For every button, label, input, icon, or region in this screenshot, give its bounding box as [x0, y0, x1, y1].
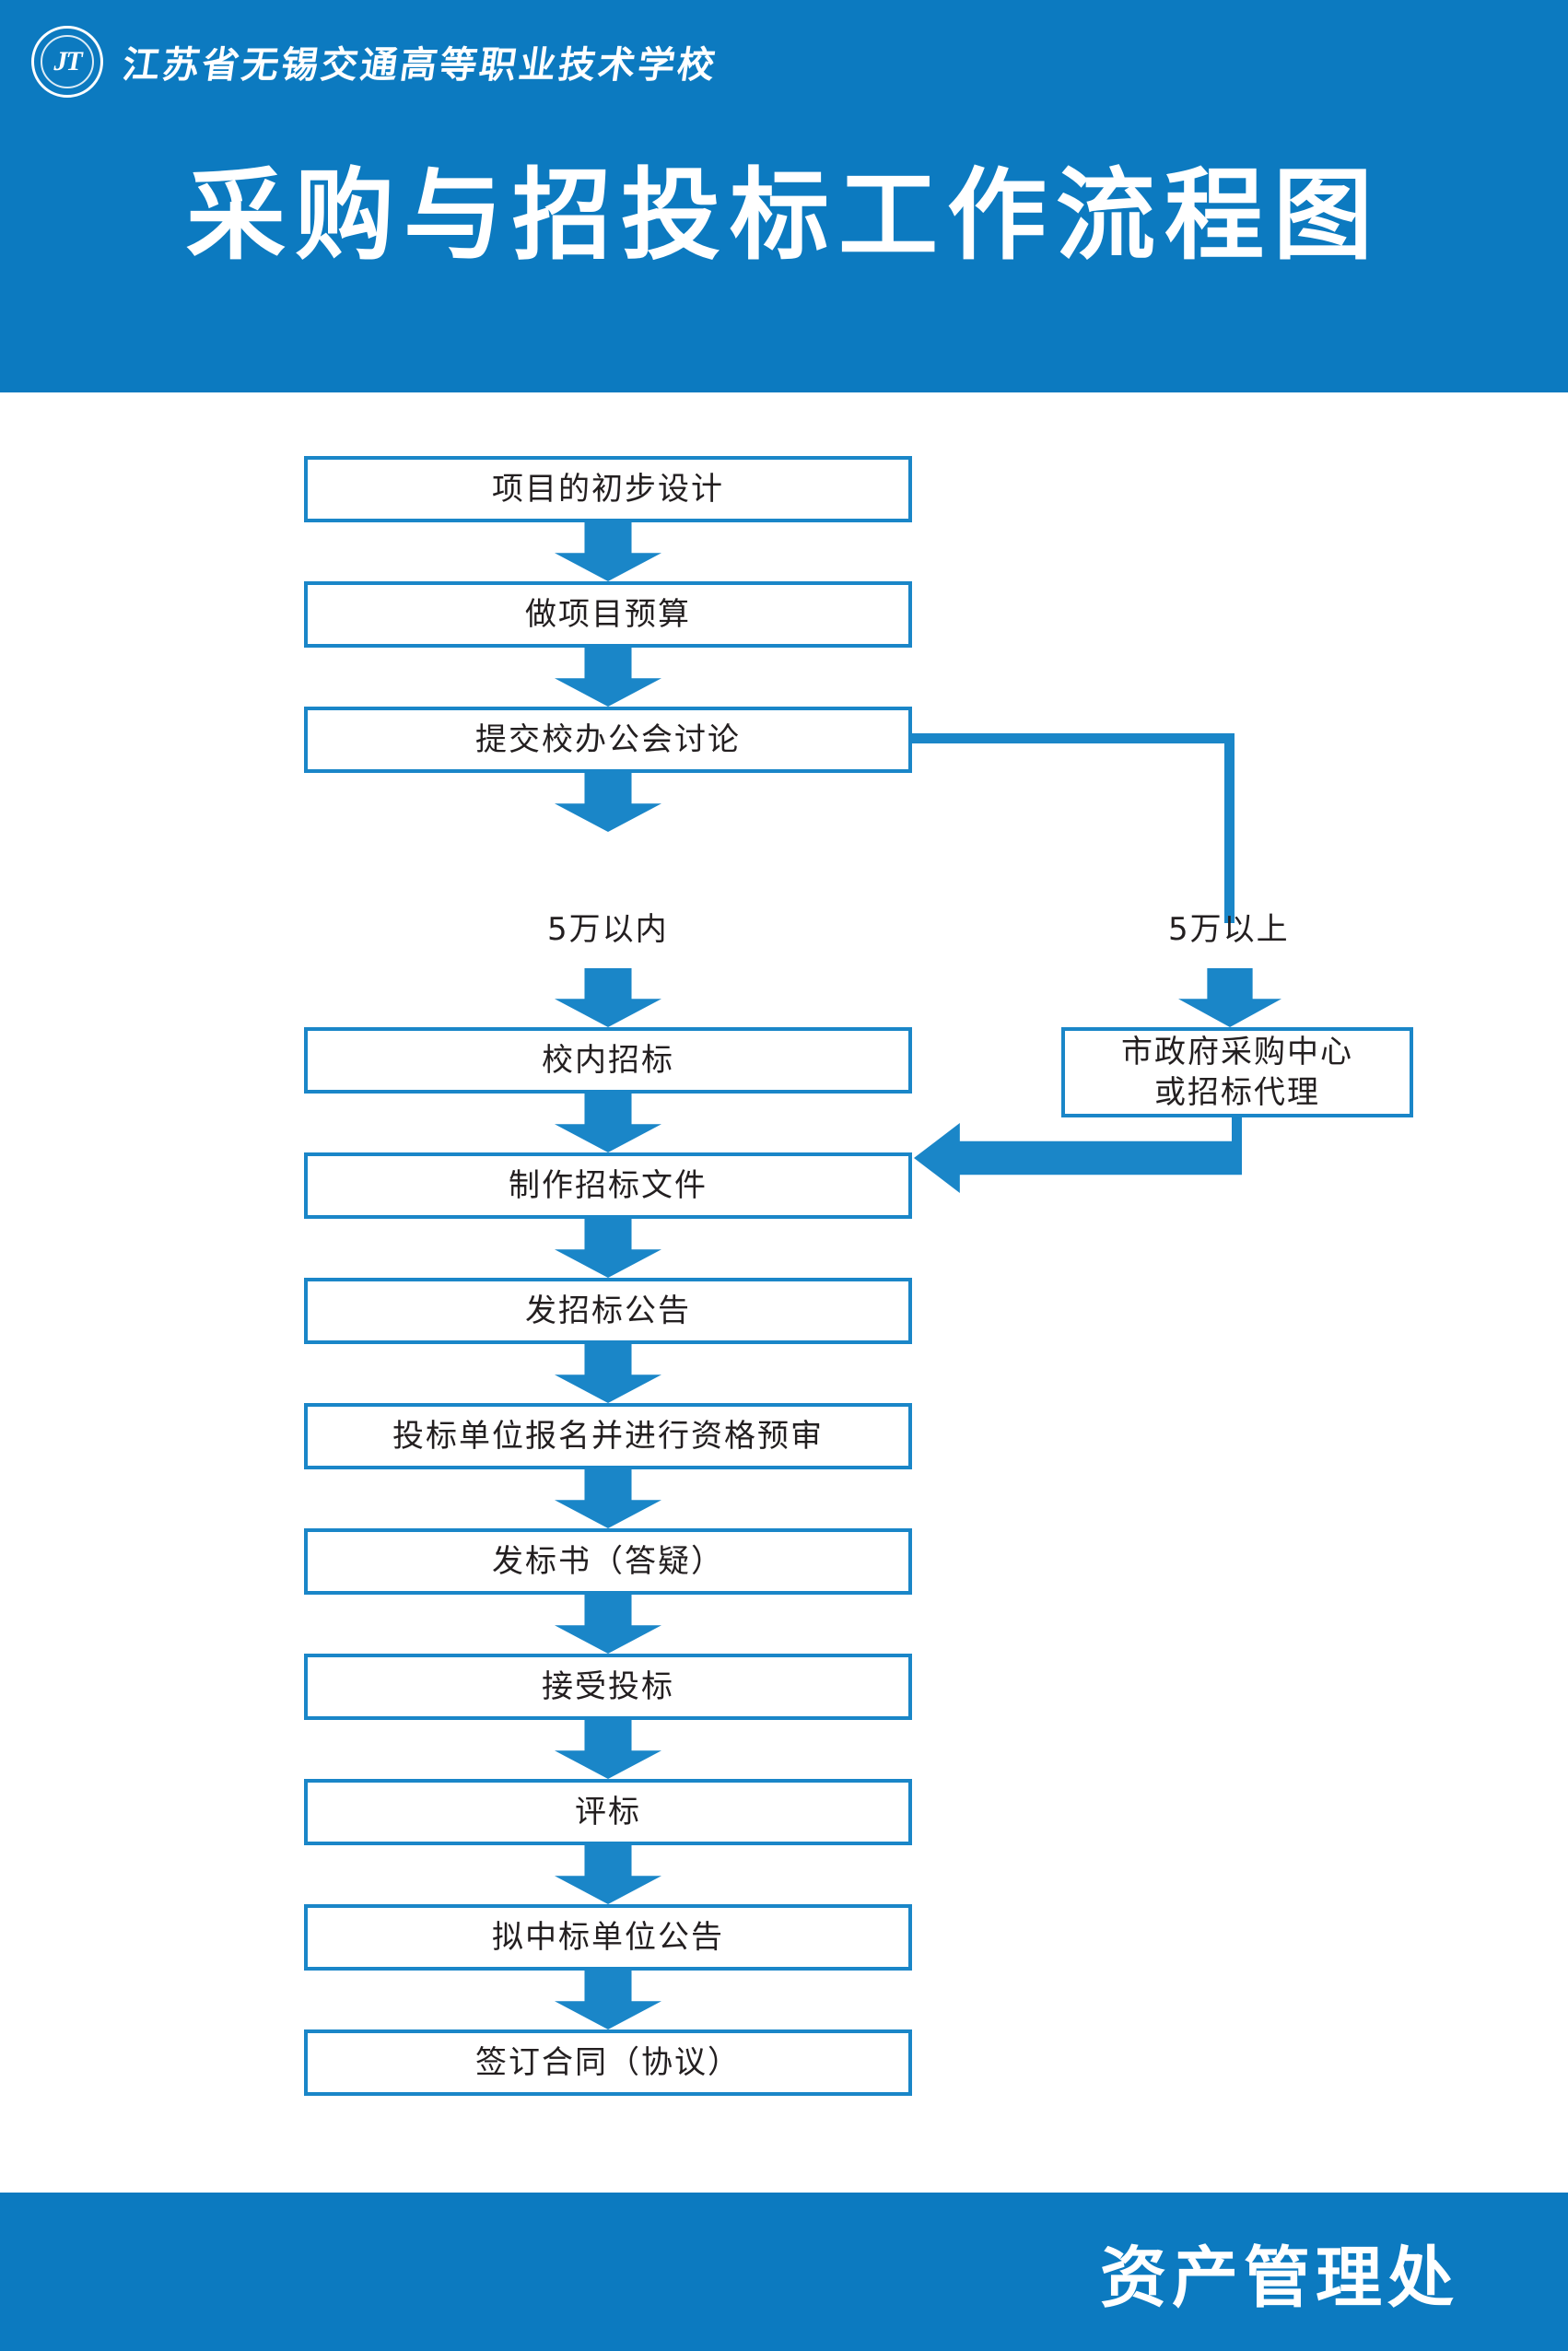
edge-label-over-50k: 5万以上: [1168, 911, 1290, 948]
school-identity: JT 江苏省无锡交通高等职业技术学校: [31, 26, 720, 98]
poster-header: JT 江苏省无锡交通高等职业技术学校 采购与招投标工作流程图: [0, 0, 1568, 392]
arrow-down-icon-n2-n3: [555, 648, 661, 707]
arrow-down-icon-n1-n2: [555, 522, 661, 581]
flowchart-canvas: 项目的初步设计 做项目预算 提交校办公会讨论 5万以内 5万以上 校内招标 市政…: [0, 392, 1568, 2193]
flow-node-publish-tender-notice[interactable]: 发招标公告: [304, 1278, 912, 1344]
arrow-down-icon-n3-left-branch: [555, 773, 661, 832]
arrow-down-icon-n7-n8: [555, 1469, 661, 1528]
arrow-down-icon-n10-n11: [555, 1845, 661, 1904]
arrow-down-icon-left-branch-n4: [555, 968, 661, 1027]
connector-vertical-branch-right: [1224, 733, 1235, 923]
flow-node-bidder-registration-prequalification[interactable]: 投标单位报名并进行资格预审: [304, 1403, 912, 1469]
flow-node-bid-evaluation[interactable]: 评标: [304, 1779, 912, 1845]
school-name: 江苏省无锡交通高等职业技术学校: [120, 43, 720, 87]
connector-horizontal-branch-right: [910, 733, 1235, 743]
flow-node-city-procurement-center[interactable]: 市政府采购中心 或招标代理: [1061, 1027, 1413, 1117]
flow-node-winning-bidder-announcement[interactable]: 拟中标单位公告: [304, 1904, 912, 1971]
flow-node-sign-contract-agreement[interactable]: 签订合同（协议）: [304, 2029, 912, 2096]
flow-node-internal-tender[interactable]: 校内招标: [304, 1027, 912, 1094]
branch-node-line-1: 市政府采购中心: [1121, 1033, 1353, 1070]
arrow-down-icon-n8-n9: [555, 1595, 661, 1654]
edge-label-under-50k: 5万以内: [547, 911, 669, 948]
arrow-down-icon-right-branch-b1: [1178, 968, 1281, 1027]
arrow-down-icon-n6-n7: [555, 1344, 661, 1403]
flow-node-submit-to-office-meeting[interactable]: 提交校办公会讨论: [304, 707, 912, 773]
flow-node-receive-bids[interactable]: 接受投标: [304, 1654, 912, 1720]
arrow-down-icon-n5-n6: [555, 1219, 661, 1278]
flow-node-issue-bid-documents-qa[interactable]: 发标书（答疑）: [304, 1528, 912, 1595]
poster-footer: 资产管理处: [0, 2193, 1568, 2351]
page-title: 采购与招投标工作流程图: [185, 158, 1382, 274]
emblem-monogram: JT: [53, 46, 82, 76]
branch-node-line-2: 或招标代理: [1154, 1074, 1320, 1111]
arrow-down-icon-n11-n12: [555, 1971, 661, 2029]
flow-node-project-preliminary-design[interactable]: 项目的初步设计: [304, 456, 912, 522]
flow-node-project-budget[interactable]: 做项目预算: [304, 581, 912, 648]
arrow-down-icon-n9-n10: [555, 1720, 661, 1779]
arrow-down-icon-n4-n5: [555, 1094, 661, 1152]
school-emblem-icon: JT: [31, 26, 103, 98]
connector-vertical-merge-stub: [1232, 1117, 1242, 1156]
arrow-left-icon-b1-n5: [914, 1123, 1242, 1193]
flow-node-prepare-tender-documents[interactable]: 制作招标文件: [304, 1152, 912, 1219]
footer-department-name: 资产管理处: [1099, 2238, 1459, 2317]
